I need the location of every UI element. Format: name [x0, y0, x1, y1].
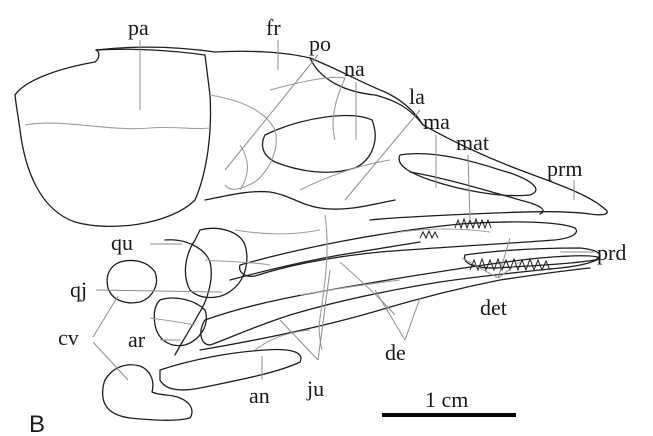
- label-ma: ma: [423, 109, 450, 134]
- frontal-outline: [96, 47, 423, 125]
- label-leaders: [93, 40, 594, 380]
- quadratojugal-outline: [185, 228, 246, 297]
- label-det: det: [480, 295, 507, 320]
- skull-outline: [15, 47, 607, 420]
- label-na: na: [344, 56, 365, 81]
- antorbital-outline: [262, 116, 375, 173]
- label-prd: prd: [597, 240, 626, 265]
- postorbital-bar: [205, 192, 395, 210]
- angular-outline: [160, 350, 301, 390]
- parietal-outline: [15, 49, 210, 226]
- cervical-vertebra-lower: [103, 365, 192, 421]
- label-ar: ar: [128, 327, 146, 352]
- label-qu: qu: [111, 230, 133, 255]
- label-prm: prm: [547, 156, 582, 181]
- label-mat: mat: [456, 130, 489, 155]
- label-an: an: [249, 383, 270, 408]
- maxilla-loop: [399, 154, 536, 196]
- label-ju: ju: [306, 376, 324, 401]
- label-la: la: [409, 84, 425, 109]
- cervical-outline: [107, 260, 156, 302]
- scale-bar-label: 1 cm: [425, 387, 468, 412]
- label-de: de: [385, 340, 406, 365]
- label-cv: cv: [58, 325, 79, 350]
- label-pa: pa: [128, 15, 149, 40]
- label-fr: fr: [266, 15, 281, 40]
- panel-letter: B: [29, 411, 45, 436]
- label-po: po: [309, 31, 331, 56]
- label-qj: qj: [70, 277, 87, 302]
- scale-bar: 1 cm: [382, 387, 516, 415]
- sutures: [25, 77, 490, 350]
